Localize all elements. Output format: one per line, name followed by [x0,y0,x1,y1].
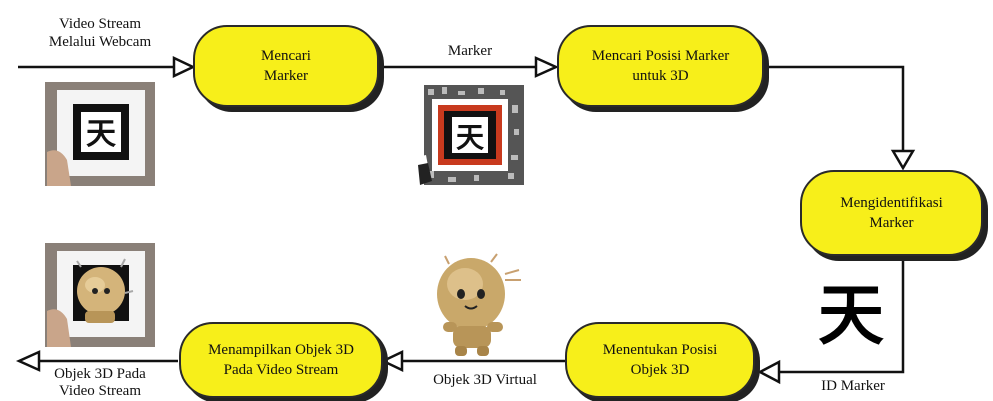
arrowhead-menampilkan [380,350,404,372]
arrow-to-identify [766,65,905,152]
webcam-marker-glyph: 天 [86,117,116,152]
arrowhead-marker [534,56,560,78]
marker-glyph-icon: 天 [818,277,884,354]
arrowhead-input [172,56,196,78]
node-menentukan-posisi: Menentukan Posisi Objek 3D [565,322,755,398]
node-menampilkan-objek: Menampilkan Objek 3D Pada Video Stream [179,322,383,398]
arrowhead-identify [890,149,916,171]
virtual-character-icon [437,253,521,356]
webcam-marker-photo-icon: 天 [45,82,155,186]
arrow-id-marker [778,258,905,374]
arrowhead-menentukan [757,359,781,385]
node-mengidentifikasi-marker: Mengidentifikasi Marker [800,170,983,256]
node-mencari-posisi-marker: Mencari Posisi Marker untuk 3D [557,25,764,107]
label-marker: Marker [447,43,493,59]
label-input-video-stream: Video Stream Melalui Webcam [48,16,152,50]
label-output-video-stream: Objek 3D Pada Video Stream [54,366,146,399]
arrowhead-output [15,350,41,372]
marker-scan-glyph: 天 [456,121,484,154]
label-objek-3d-virtual: Objek 3D Virtual [433,372,537,388]
node-mencari-marker: Mencari Marker [193,25,379,107]
label-id-marker: ID Marker [821,378,885,394]
marker-scan-icon: 天 [408,85,524,187]
augmented-output-photo-icon [45,243,155,347]
